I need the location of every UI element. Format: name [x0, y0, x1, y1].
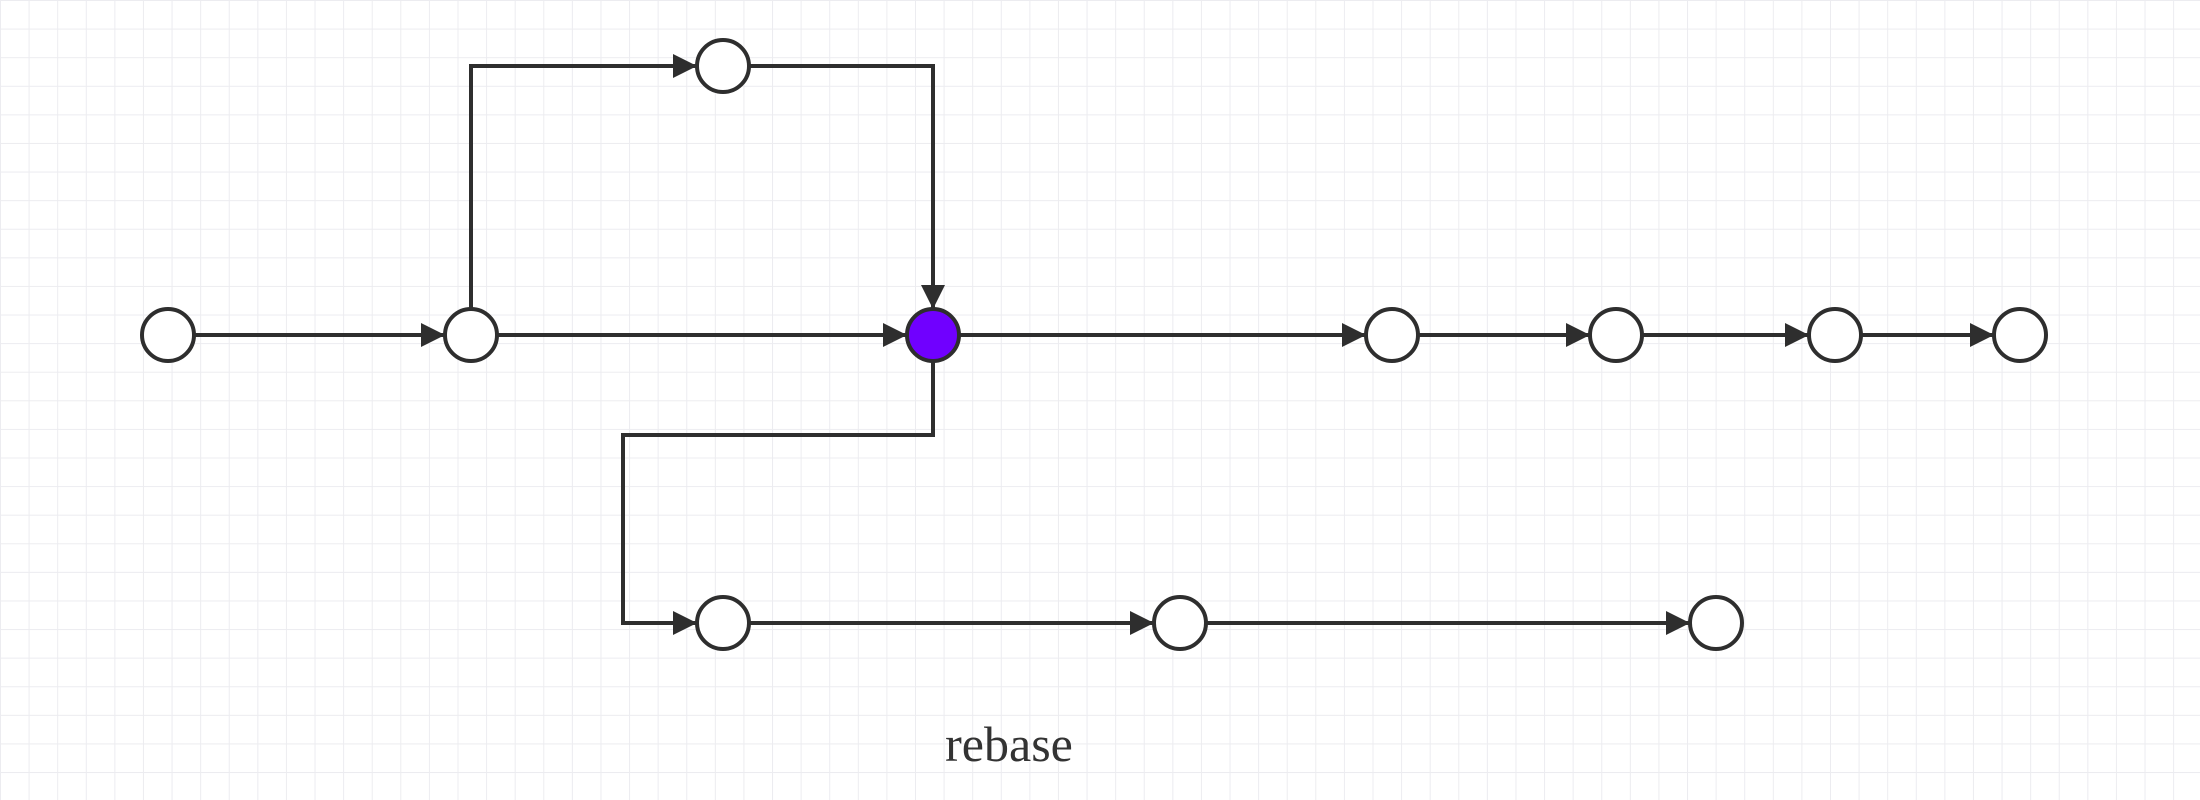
commit-node-top	[695, 38, 751, 94]
edge-top-to-merge	[749, 64, 945, 309]
commit-node-b2	[1152, 595, 1208, 651]
nodes-layer	[140, 38, 2048, 651]
commit-node-r2	[1588, 307, 1644, 363]
commit-node-n2	[443, 307, 499, 363]
commit-node-highlighted	[905, 307, 961, 363]
diagram-caption: rebase	[945, 716, 1073, 772]
commit-node-b3	[1688, 595, 1744, 651]
edge-merge-to-b1	[621, 361, 935, 635]
commit-node-r1	[1364, 307, 1420, 363]
commit-node-r3	[1807, 307, 1863, 363]
edge-n2-to-top	[469, 54, 697, 309]
commit-node-b1	[695, 595, 751, 651]
commit-node-n1	[140, 307, 196, 363]
edges-layer	[194, 54, 1994, 635]
commit-node-r4	[1992, 307, 2048, 363]
